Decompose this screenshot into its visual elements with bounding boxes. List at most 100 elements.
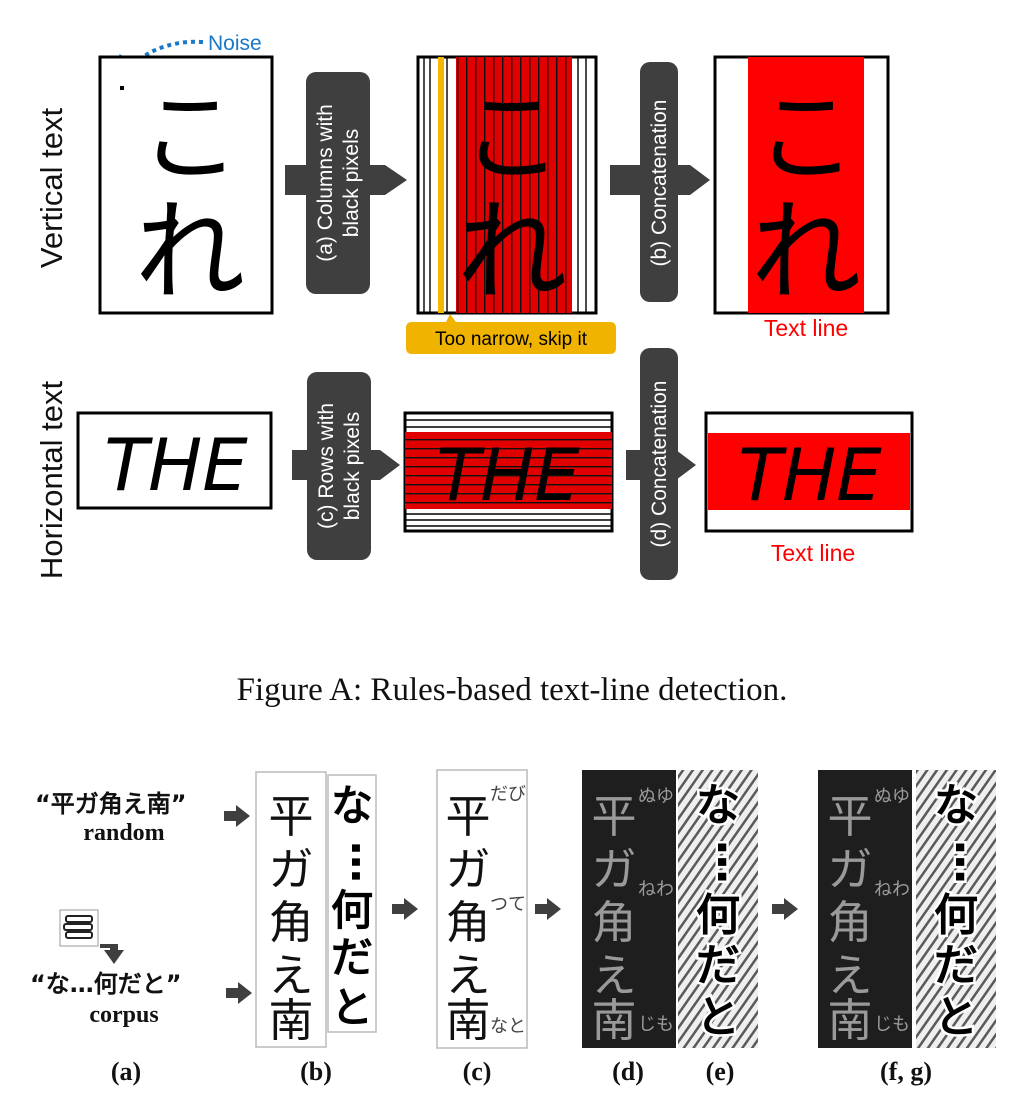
- panel-d-line: 平 ガ 角 え 南 ぬゆ ねわ じも: [582, 770, 676, 1048]
- vertical-glyph-2: れ: [135, 188, 245, 316]
- d-ruby-3: じも: [638, 1014, 674, 1035]
- e-char-4: だ: [696, 940, 740, 991]
- step-c-label-1: (c) Rows with: [315, 403, 338, 529]
- panel-label-fg: (f, g): [880, 1057, 932, 1086]
- f-char-4: え: [827, 949, 872, 1002]
- panel-label-b: (b): [300, 1057, 332, 1086]
- b1-char-4: え: [268, 949, 313, 1002]
- horizontal-rows-box: THE: [403, 411, 614, 533]
- step-b-arrow: (b) Concatenation: [610, 62, 710, 302]
- arrow-c-to-d: [535, 898, 561, 920]
- panel-c-line: 平 ガ 角 え 南 だび つて なと: [436, 769, 528, 1049]
- panel-e-line: な … 何 だ と: [678, 770, 761, 1048]
- f-char-1: 平: [827, 790, 872, 843]
- step-b-label: (b) Concatenation: [648, 100, 671, 267]
- columns-glyph-1: こ: [462, 79, 562, 196]
- rows-word: THE: [436, 433, 580, 517]
- d-ruby-1: ぬゆ: [638, 786, 674, 807]
- d-char-2: ガ: [591, 843, 636, 896]
- e-char-3: 何: [696, 890, 740, 941]
- arrow-e-to-fg: [772, 898, 798, 920]
- input-corpus-text: “な…何だと”: [30, 970, 182, 998]
- panel-label-d: (d): [612, 1057, 644, 1086]
- step-d-label: (d) Concatenation: [648, 381, 671, 548]
- step-a-label-2: black pixels: [340, 129, 363, 238]
- step-a-label-1: (a) Columns with: [314, 104, 337, 262]
- arrow-random-to-b: [224, 805, 250, 827]
- input-corpus-label: corpus: [89, 1002, 158, 1028]
- c-char-2: ガ: [445, 843, 490, 896]
- f-char-3: 角: [827, 896, 872, 949]
- vertical-text-line-label: Text line: [764, 315, 848, 341]
- c-char-3: 角: [445, 896, 490, 949]
- g-char-2: …: [945, 840, 996, 884]
- result-word: THE: [738, 433, 882, 517]
- panel-g-line: な … 何 だ と: [916, 770, 999, 1048]
- arrow-corpus-to-b: [226, 982, 252, 1004]
- horizontal-original-box: THE: [76, 411, 273, 510]
- result-glyph-1: こ: [756, 79, 856, 196]
- f-char-2: ガ: [827, 843, 872, 896]
- panel-label-e: (e): [706, 1057, 735, 1086]
- f-ruby-1: ぬゆ: [874, 786, 910, 807]
- c-char-5: 南: [445, 994, 490, 1047]
- c-ruby-2: つて: [490, 894, 526, 915]
- c-char-1: 平: [445, 790, 490, 843]
- c-ruby-3: なと: [490, 1016, 526, 1037]
- d-char-4: え: [591, 949, 636, 1002]
- d-char-1: 平: [591, 790, 636, 843]
- b2-char-2: …: [342, 841, 391, 883]
- e-char-2: …: [707, 840, 758, 884]
- step-c-arrow: (c) Rows with black pixels: [292, 372, 400, 560]
- horizontal-word: THE: [104, 423, 248, 507]
- books-down-arrow: [100, 944, 124, 964]
- panel-b-line-1: 平 ガ 角 え 南: [255, 771, 327, 1048]
- input-random-label: random: [83, 820, 164, 846]
- books-icon: [59, 909, 99, 947]
- vertical-columns-box: こ れ: [416, 55, 598, 316]
- row-label-horizontal: Horizontal text: [34, 381, 69, 580]
- step-d-arrow: (d) Concatenation: [626, 348, 696, 580]
- g-char-3: 何: [934, 890, 978, 941]
- horizontal-result-box: THE: [704, 411, 914, 533]
- horizontal-text-line-label: Text line: [771, 540, 855, 566]
- g-char-5: と: [934, 992, 978, 1043]
- result-glyph-2: れ: [751, 188, 861, 316]
- b1-char-3: 角: [268, 896, 313, 949]
- b2-char-4: だ: [331, 933, 373, 982]
- step-a-arrow: (a) Columns with black pixels: [285, 72, 407, 294]
- b1-char-1: 平: [268, 790, 313, 843]
- step-c-label-2: black pixels: [341, 412, 364, 521]
- panel-b-line-2: な … 何 だ と: [327, 774, 391, 1033]
- d-char-3: 角: [591, 896, 636, 949]
- g-char-1: な: [934, 780, 978, 831]
- vertical-result-box: こ れ: [713, 55, 890, 316]
- b2-char-3: 何: [331, 886, 373, 935]
- e-char-5: と: [696, 992, 740, 1043]
- row-label-vertical: Vertical text: [34, 108, 69, 269]
- b1-char-5: 南: [268, 994, 313, 1047]
- panel-label-a: (a): [111, 1057, 141, 1086]
- f-ruby-3: じも: [874, 1014, 910, 1035]
- vertical-glyph-1: こ: [140, 79, 240, 196]
- f-ruby-2: ねわ: [874, 879, 910, 900]
- too-narrow-note: Too narrow, skip it: [406, 314, 616, 354]
- input-random-text: “平ガ角え南”: [35, 790, 187, 818]
- e-char-1: な: [696, 780, 740, 831]
- vertical-original-box: こ れ: [98, 55, 274, 316]
- noise-label: Noise: [208, 32, 262, 55]
- c-char-4: え: [445, 949, 490, 1002]
- d-ruby-2: ねわ: [638, 879, 674, 900]
- c-ruby-1: だび: [490, 784, 526, 805]
- too-narrow-label: Too narrow, skip it: [435, 329, 588, 350]
- figure-a-caption: Figure A: Rules-based text-line detectio…: [237, 672, 788, 708]
- b1-char-2: ガ: [268, 843, 313, 896]
- d-char-5: 南: [591, 994, 636, 1047]
- b2-char-1: な: [331, 781, 373, 830]
- panel-f-line: 平 ガ 角 え 南 ぬゆ ねわ じも: [818, 770, 912, 1048]
- f-char-5: 南: [827, 994, 872, 1047]
- columns-glyph-2: れ: [457, 188, 567, 316]
- b2-char-5: と: [331, 983, 373, 1032]
- panel-label-c: (c): [463, 1057, 492, 1086]
